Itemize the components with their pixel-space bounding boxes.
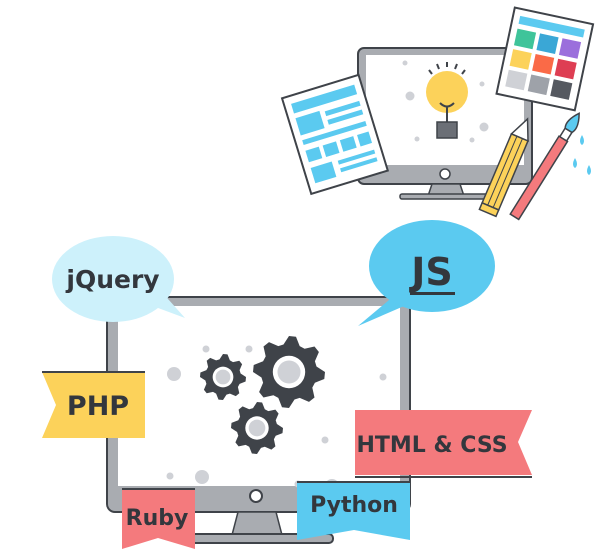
jquery-speech-bubble: jQuery bbox=[52, 236, 185, 322]
gear-icon bbox=[253, 336, 325, 408]
ruby-label: Ruby bbox=[126, 506, 189, 531]
js-label: JS bbox=[408, 250, 453, 294]
color-palette-icon bbox=[495, 6, 595, 112]
paintbrush-icon bbox=[509, 112, 580, 221]
html-css-ribbon: HTML & CSS bbox=[355, 410, 532, 478]
ruby-ribbon: Ruby bbox=[122, 488, 195, 549]
python-label: Python bbox=[310, 493, 398, 518]
php-label: PHP bbox=[67, 391, 129, 422]
jquery-label: jQuery bbox=[65, 265, 159, 294]
pencil-icon bbox=[478, 117, 529, 218]
gears-icon bbox=[200, 336, 325, 454]
lightbulb-icon bbox=[426, 62, 468, 139]
gear-icon bbox=[200, 354, 246, 400]
paint-drops-icon bbox=[573, 135, 591, 175]
document-wireframe-icon bbox=[280, 73, 390, 196]
html-css-label: HTML & CSS bbox=[356, 433, 507, 458]
php-ribbon: PHP bbox=[42, 371, 145, 438]
gear-icon bbox=[231, 402, 283, 454]
python-ribbon: Python bbox=[297, 481, 410, 540]
js-speech-bubble: JS bbox=[358, 220, 495, 326]
